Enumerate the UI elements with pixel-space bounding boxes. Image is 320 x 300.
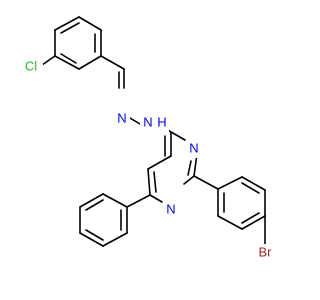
pyrimidine-ring: [147, 131, 198, 203]
imine-nitrogen-label: N: [117, 110, 126, 125]
bromophenyl-ring: [193, 175, 266, 230]
molecule-structure: Cl N N H N N Br: [20, 16, 276, 262]
amine-hydrogen-label: H: [157, 114, 166, 129]
chloro-bond: [41, 55, 56, 66]
pyrimidine-nitrogen-upper-label: N: [189, 140, 198, 155]
bromine-label: Br: [259, 244, 273, 259]
atom-labels: Cl N N H N N Br: [20, 58, 276, 262]
amine-nitrogen-label: N: [143, 114, 152, 129]
phenyl-ring: [79, 193, 151, 247]
chlorophenyl-ring: [54, 16, 102, 70]
chlorine-label: Cl: [25, 58, 37, 73]
pyrimidine-nitrogen-lower-label: N: [166, 201, 175, 216]
